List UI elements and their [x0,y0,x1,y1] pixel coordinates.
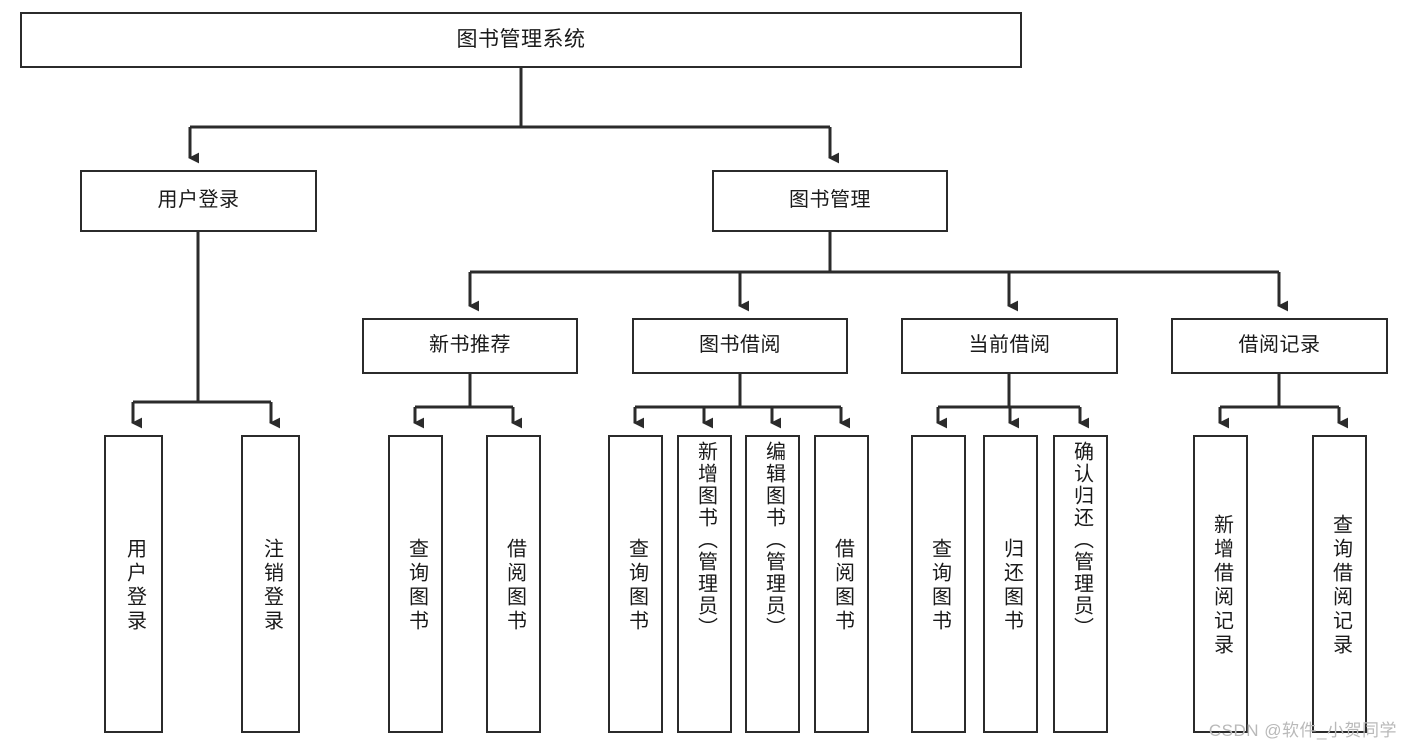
node-leaf-borrow-book-1[interactable]: 借阅图书 [486,435,541,733]
node-leaf-borrow-book-1-label: 借阅图书 [503,538,526,634]
node-leaf-user-login[interactable]: 用户登录 [104,435,163,733]
node-current-borrow-label: 当前借阅 [968,334,1051,357]
node-new-book-rec-label: 新书推荐 [429,334,511,357]
node-leaf-add-book-label: 新增图书（管理员） [694,441,717,639]
node-leaf-logout[interactable]: 注销登录 [241,435,300,733]
node-leaf-query-book-3[interactable]: 查询图书 [911,435,966,733]
node-leaf-query-record[interactable]: 查询借阅记录 [1312,435,1367,733]
node-leaf-add-record-label: 新增借阅记录 [1210,514,1233,658]
node-borrow-record-label: 借阅记录 [1238,334,1321,357]
node-leaf-edit-book-label: 编辑图书（管理员） [762,441,785,639]
node-leaf-logout-label: 注销登录 [260,538,283,634]
node-leaf-query-book-2-label: 查询图书 [625,538,648,634]
node-leaf-user-login-label: 用户登录 [123,538,146,634]
node-book-borrow[interactable]: 图书借阅 [632,318,848,374]
node-book-manage-label: 图书管理 [789,189,871,212]
node-leaf-return-book-label: 归还图书 [1000,538,1023,634]
node-root-label: 图书管理系统 [456,27,586,51]
node-user-login[interactable]: 用户登录 [80,170,317,232]
node-book-borrow-label: 图书借阅 [699,334,781,357]
node-leaf-borrow-book-2-label: 借阅图书 [831,538,854,634]
node-leaf-query-record-label: 查询借阅记录 [1329,514,1352,658]
node-borrow-record[interactable]: 借阅记录 [1171,318,1388,374]
watermark-text: CSDN @软件_小贺同学 [1208,721,1397,740]
node-leaf-confirm-return-label: 确认归还（管理员） [1070,441,1093,639]
node-leaf-confirm-return[interactable]: 确认归还（管理员） [1053,435,1108,733]
node-user-login-label: 用户登录 [157,189,240,212]
node-current-borrow[interactable]: 当前借阅 [901,318,1118,374]
node-leaf-query-book-3-label: 查询图书 [928,538,951,634]
node-root[interactable]: 图书管理系统 [20,12,1022,68]
node-leaf-borrow-book-2[interactable]: 借阅图书 [814,435,869,733]
node-leaf-query-book-1[interactable]: 查询图书 [388,435,443,733]
node-leaf-add-book[interactable]: 新增图书（管理员） [677,435,732,733]
node-new-book-rec[interactable]: 新书推荐 [362,318,578,374]
node-leaf-edit-book[interactable]: 编辑图书（管理员） [745,435,800,733]
node-leaf-add-record[interactable]: 新增借阅记录 [1193,435,1248,733]
node-leaf-query-book-1-label: 查询图书 [405,538,428,634]
node-leaf-return-book[interactable]: 归还图书 [983,435,1038,733]
node-leaf-query-book-2[interactable]: 查询图书 [608,435,663,733]
node-book-manage[interactable]: 图书管理 [712,170,948,232]
